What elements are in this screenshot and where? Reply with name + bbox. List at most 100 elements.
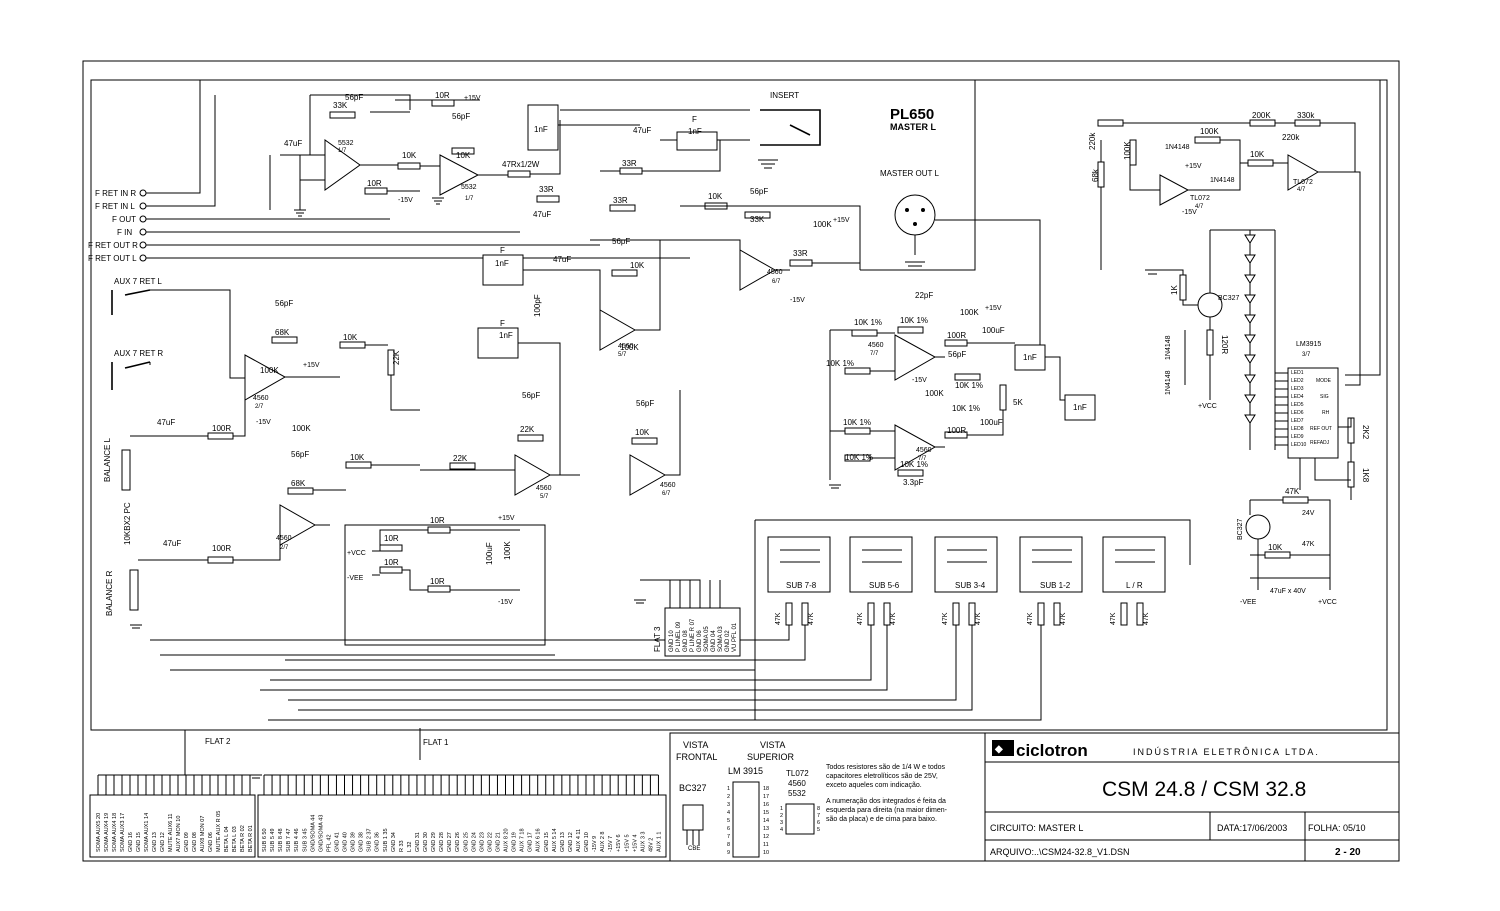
lm-view-pin-l1: 1 [727,786,730,792]
flat3-pin-9: GND 02 [725,630,731,652]
note1-line2: capacitores eletrolíticos são de 25V, [826,773,938,780]
c-47u-e: 47uF [163,539,181,548]
ic-lm3915-part: 3/7 [1302,352,1311,358]
pot-bal-r: BALANCE R [105,570,114,616]
opamp-block-master: 4560 7/7 10K 1% 10K 1% 10K 1% 22pF 100K … [826,291,1096,487]
v-p15-b: +15V [833,217,850,224]
flat1-pin-27: GND 24 [471,832,477,852]
c-100p-a: 100pF [533,294,542,317]
op-u11-type: TL072 [1190,195,1210,202]
op-u12-type: TL072 [1293,179,1313,186]
flat1-pin-42: -15V 9 [592,836,598,852]
c-1nf-3: 1nF [688,127,702,136]
switch-banks: SUB 7-8 SUB 5-6 SUB 3-4 SUB 1-2 L / R 47… [260,519,1191,721]
flat1-pin-14: SUB 2 37 [367,828,373,852]
jack-insert: INSERT [770,91,799,100]
ground-symbols [130,159,1160,779]
lm-view-pin-r8: 11 [763,842,769,848]
flat3-pin-3: GND 08 [683,630,689,652]
op-view-pin-r4: 5 [817,827,820,833]
lm-view-pin-l3: 3 [727,802,730,808]
op-u6-part: 5/7 [540,494,549,500]
v-m15-b: -15V [790,297,805,304]
views-box: VISTA FRONTAL VISTA SUPERIOR BC327 CBE L… [669,732,986,862]
lm-view-pin-r6: 13 [763,826,769,832]
op-u12-part: 4/7 [1297,187,1306,193]
r-200k: 200K [1252,111,1271,120]
lm-view-pin-l6: 6 [727,826,730,832]
r-47k-a: 47K [1285,487,1300,496]
c-f-label-3: F [692,115,697,124]
lm-pin-led4: LED4 [1291,394,1304,400]
lm-view-pin-l5: 5 [727,818,730,824]
v-vee-a: -VEE [347,575,364,582]
lm-pin-mode: MODE [1316,378,1332,384]
r-100k-a: 100K [620,343,639,352]
jack-aux-r: AUX 7 RET R [114,349,163,358]
pot-bal-l: BALANCE L [103,437,112,482]
r-100k-e: 100K [503,541,512,560]
conn-label-fretinl: F RET IN L [95,202,135,211]
flat1-pin-28: GND 23 [479,832,485,852]
r-10k1-g: 10K 1% [845,453,873,462]
flat2-pin-13: GND 08 [192,832,198,852]
view-superior-2: SUPERIOR [747,752,795,762]
conn-label-fretoutl: F RET OUT L [88,254,137,263]
page-number: 2 - 20 [1335,847,1361,858]
r-47r: 47Rx1/2W [502,160,540,169]
sw-r5: 47K [942,612,949,625]
r-10k-b: 10K [402,151,417,160]
c-47u-f: 47uF [633,126,651,135]
d-1n4148-a: 1N4148 [1165,144,1190,151]
c-1nf-2: 1nF [499,331,513,340]
flat1-pin-10: GND 41 [334,832,340,852]
lm-view-pin-r5: 14 [763,818,769,824]
company-sub: INDÚSTRIA ELETRÔNICA LTDA. [1133,747,1320,757]
sw-r8: 47K [1060,612,1067,625]
c-56p-e: 56pF [522,391,540,400]
flat2-pin-19: BETA R 02 [240,825,246,852]
r-10k-f: 10K [343,333,358,342]
switch-label-lr: L / R [1126,581,1143,590]
lm-pin-refout: REF OUT [1310,426,1332,432]
flat1-pin-24: GND 27 [447,832,453,852]
pot-type: 10KBX2 PC [123,502,132,545]
company-logo-icon [992,740,1014,756]
flat1-pin-31: AUX 8 20 [504,828,510,852]
c-1nf-5: 1nF [1023,353,1037,362]
c-100u-c: 100uF [980,418,1003,427]
r-10k1-d: 10K 1% [955,381,983,390]
r-33r-a: 33R [793,249,808,258]
note1-line3: exceto aqueles com indicação. [826,782,922,789]
c-56p-b: 56pF [452,112,470,121]
r-10r-c: 10R [430,516,445,525]
flat1-pin-46: +15V 5 [624,834,630,852]
c-56p-d: 56pF [750,187,768,196]
flat1-pin-39: GND 12 [568,832,574,852]
op-u10-type: 4560 [916,447,932,454]
op-u9-part: 7/7 [870,351,879,357]
vu-led-ladder [1210,229,1276,450]
r-33r-b: 33R [613,196,628,205]
d-1n4148-c: 1N4148 [1165,335,1172,360]
lm-pin-sig: SIG [1320,394,1329,400]
lm-pin-led2: LED2 [1291,378,1304,384]
flat3-pin-1: GND 10 [669,630,675,652]
note1-line1: Todos resistores são de 1/4 W e todos [826,764,946,771]
lm-pin-led6: LED6 [1291,410,1304,416]
sw-r1: 47K [775,612,782,625]
flat1-pin-36: GND 15 [544,832,550,852]
inner-border [90,79,1388,731]
flat1-pin-32: GND 19 [512,832,518,852]
switch-bank-sub12 [1019,536,1083,593]
flat3-pin-5: GND 06 [697,630,703,652]
r-33r-d: 33R [622,159,637,168]
d-1n4148-b: 1N4148 [1210,177,1235,184]
op-u5-type: 4560 [618,343,634,350]
flat2-pin-15: GND 06 [208,832,214,852]
flat1-pin-45: +15V 6 [616,834,622,852]
flat1-pin-19: L 32 [407,841,413,852]
v-p15-a: +15V [464,95,481,102]
flat1-pin-12: GND 39 [351,832,357,852]
